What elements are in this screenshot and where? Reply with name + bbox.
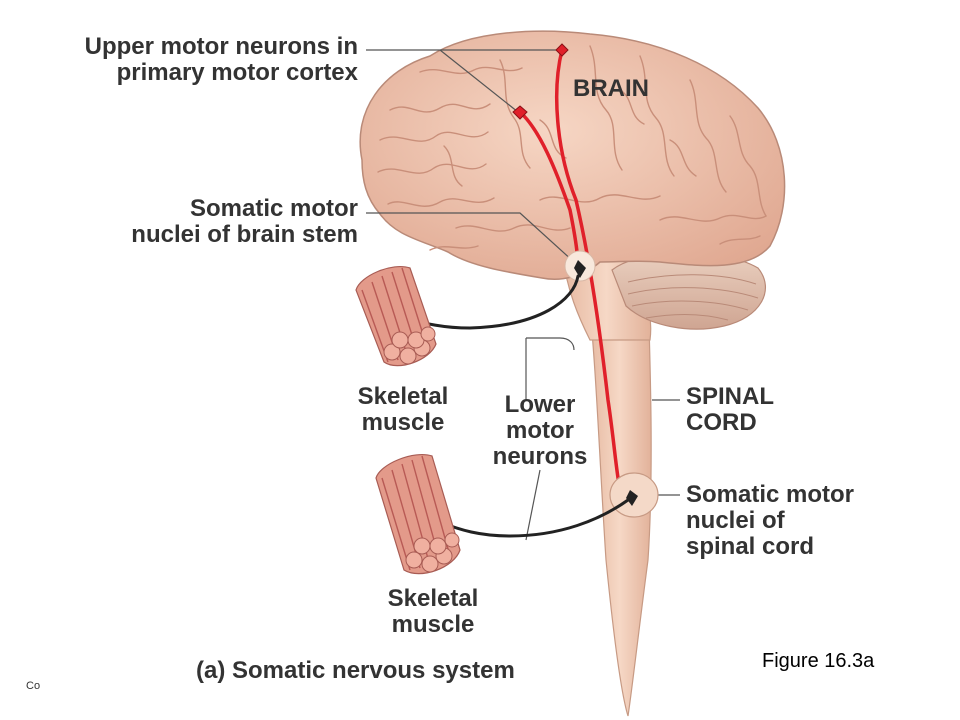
label-somatic-motor-brainstem: Somatic motor nuclei of brain stem (131, 196, 358, 248)
label-skeletal-bottom-line1: Skeletal (387, 585, 479, 612)
label-skeletal-muscle-bottom: Skeletal muscle (374, 586, 492, 638)
label-lower-motor-line3: neurons (492, 443, 588, 470)
upper-neuron-cell-body-2 (512, 105, 528, 120)
figure-caption: (a) Somatic nervous system (196, 657, 515, 684)
label-brain: BRAIN (573, 75, 649, 102)
label-skeletal-bottom-line2: muscle (391, 611, 475, 638)
cerebellum-folia (627, 274, 759, 321)
label-somatic-motor-spinal: Somatic motor nuclei of spinal cord (686, 482, 854, 560)
label-upper-motor-neurons: Upper motor neurons in primary motor cor… (85, 34, 358, 86)
figure-number: Figure 16.3a (762, 650, 875, 672)
label-lower-motor-line1: Lower (504, 391, 576, 418)
label-spinal-cord: SPINAL CORD (686, 384, 774, 436)
label-upper-motor-line2: primary motor cortex (116, 59, 358, 86)
brainstem-lower-neuron-body (574, 260, 586, 278)
label-skeletal-top-line2: muscle (361, 409, 445, 436)
label-somatic-brainstem-line1: Somatic motor (189, 195, 358, 222)
label-spinal-cord-line2: CORD (686, 409, 757, 436)
label-skeletal-muscle-top: Skeletal muscle (346, 384, 460, 436)
label-spinal-cord-line1: SPINAL (686, 383, 775, 410)
label-lower-motor-line2: motor (506, 417, 574, 444)
label-somatic-spinal-line1: Somatic motor (686, 481, 855, 508)
label-skeletal-top-line1: Skeletal (357, 383, 449, 410)
skeletal-muscle-bottom (375, 454, 461, 575)
cerebrum-shape (359, 30, 786, 280)
label-upper-motor-line1: Upper motor neurons in (84, 33, 358, 60)
label-somatic-brainstem-line2: nuclei of brain stem (131, 221, 358, 248)
upper-neuron-cell-body-1 (555, 43, 569, 57)
skeletal-muscle-top (355, 266, 437, 367)
copyright-fragment: Co (26, 680, 41, 692)
leader-lines (366, 49, 680, 541)
label-somatic-spinal-line3: spinal cord (686, 533, 815, 560)
spinal-lower-neuron-body (626, 490, 638, 506)
label-somatic-spinal-line2: nuclei of (686, 507, 785, 534)
label-lower-motor-neurons: Lower motor neurons (484, 392, 596, 470)
